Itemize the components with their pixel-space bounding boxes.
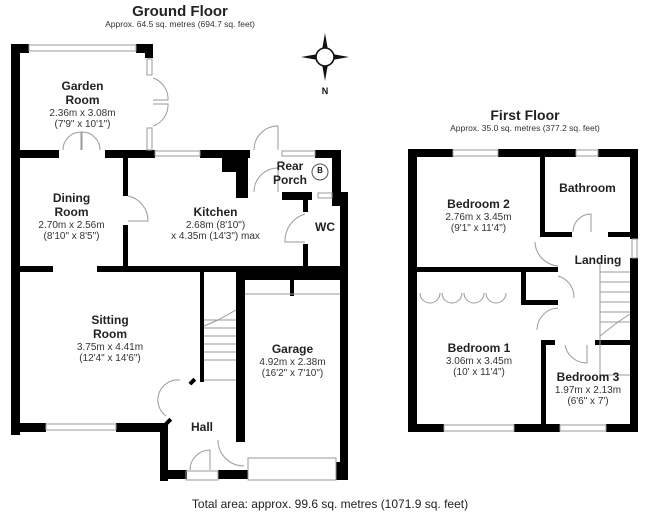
ground-floor-walls [11, 44, 348, 481]
boiler-label: B [317, 166, 323, 175]
room-dimensions-imperial: (16'2" x 7'10") [261, 368, 324, 380]
ground-floor-fixtures [28, 44, 340, 481]
room-name: Rear [276, 159, 304, 173]
room-dimensions-length: x 4.35m (14'3") max [171, 231, 260, 243]
room-name: Kitchen [193, 205, 238, 219]
compass-rose-icon [301, 33, 349, 81]
room-dimensions-width: 2.68m (8'10") [185, 219, 246, 231]
compass-north-label: N [321, 86, 329, 96]
ground-floor-title: Ground Floor [132, 3, 228, 20]
room-dimensions-metric: 2.36m x 3.08m [49, 107, 116, 119]
room-dimensions-imperial: (8'10" x 8'5") [43, 231, 100, 243]
room-garden-room: Garden Room 2.36m x 3.08m (7'9" x 10'1") [20, 79, 145, 131]
room-dimensions-metric: 2.76m x 3.45m [445, 211, 512, 223]
room-dimensions-imperial: (12'4" x 14'6") [79, 353, 141, 365]
room-name: Bedroom 3 [556, 370, 620, 384]
room-bedroom-1: Bedroom 1 3.06m x 3.45m (10' x 11'4") [417, 341, 541, 379]
room-dimensions-metric: 3.75m x 4.41m [76, 341, 144, 353]
room-wc: WC [315, 220, 335, 234]
room-garage: Garage 4.92m x 2.38m (16'2" x 7'10") [245, 342, 340, 380]
room-dimensions-imperial: (7'9" x 10'1") [54, 119, 111, 131]
room-dimensions-metric: 2.70m x 2.56m [38, 219, 105, 231]
room-dimensions-imperial: (10' x 11'4") [453, 367, 505, 379]
room-name: Garden [61, 79, 104, 93]
room-sitting-room: Sitting Room 3.75m x 4.41m (12'4" x 14'6… [20, 313, 200, 365]
first-floor-title: First Floor [490, 107, 560, 123]
room-name: Porch [272, 172, 307, 187]
room-landing: Landing [574, 253, 622, 267]
room-bedroom-2: Bedroom 2 2.76m x 3.45m (9'1" x 11'4") [417, 197, 540, 235]
room-name: Room [93, 326, 127, 341]
room-name: Garage [271, 342, 314, 356]
room-dimensions-imperial: (9'1" x 11'4") [450, 223, 507, 235]
room-kitchen: Kitchen 2.68m (8'10") x 4.35m (14'3") ma… [128, 205, 303, 243]
room-bathroom: Bathroom [559, 181, 616, 195]
room-name: Room [54, 204, 89, 219]
room-dining-room: Dining Room 2.70m x 2.56m (8'10" x 8'5") [20, 191, 123, 243]
room-rear-porch: Rear Porch [268, 159, 312, 188]
room-name: Bedroom 1 [447, 341, 511, 355]
room-bedroom-3: Bedroom 3 1.97m x 2.13m (6'6" x 7') [546, 370, 630, 408]
total-area-caption: Total area: approx. 99.6 sq. metres (107… [191, 497, 469, 511]
room-name: Sitting [91, 313, 129, 327]
first-floor-walls [408, 149, 638, 432]
room-dimensions-metric: 3.06m x 3.45m [445, 355, 513, 367]
room-dimensions-metric: 4.92m x 2.38m [259, 356, 326, 368]
room-name: Room [65, 92, 100, 107]
first-floor-fixtures [419, 149, 638, 432]
first-floor-area: Approx. 35.0 sq. metres (377.2 sq. feet) [450, 123, 600, 133]
room-dimensions-metric: 1.97m x 2.13m [554, 384, 622, 396]
room-name: Dining [52, 191, 91, 205]
room-hall: Hall [190, 420, 213, 434]
boiler-icon [311, 163, 329, 181]
room-name: Bedroom 2 [447, 197, 510, 211]
ground-floor-area: Approx. 64.5 sq. metres (694.7 sq. feet) [105, 19, 255, 29]
room-dimensions-imperial: (6'6" x 7') [567, 396, 609, 408]
